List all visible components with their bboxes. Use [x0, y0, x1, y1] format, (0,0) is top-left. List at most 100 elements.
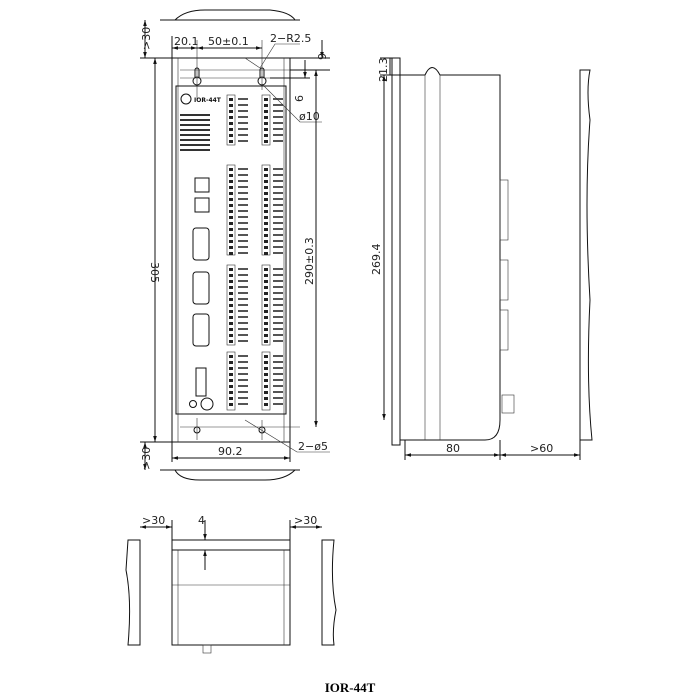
terminal-label	[238, 174, 248, 176]
terminal-label	[273, 379, 283, 381]
terminal-block	[226, 351, 236, 411]
terminal-label	[238, 140, 248, 142]
terminal-label	[238, 403, 248, 405]
terminal-screw	[264, 246, 268, 249]
terminal-screw	[264, 334, 268, 337]
side-view: 21.3 269.4 80 >60	[370, 57, 593, 460]
terminal-label	[273, 216, 283, 218]
bottom-wall-hatch	[174, 469, 297, 481]
terminal-label	[238, 216, 248, 218]
terminal-label	[238, 361, 248, 363]
terminal-label	[273, 385, 283, 387]
terminal-screw	[264, 292, 268, 295]
terminal-label	[273, 334, 283, 336]
terminal-label	[238, 210, 248, 212]
terminal-label	[273, 298, 283, 300]
terminal-screw	[264, 403, 268, 406]
dim-right-clearance: >30	[294, 514, 317, 527]
terminal-label	[273, 234, 283, 236]
terminal-screw	[229, 340, 233, 343]
terminal-screw	[264, 168, 268, 171]
terminal-label	[273, 192, 283, 194]
device-body	[175, 85, 287, 415]
terminal-label	[238, 268, 248, 270]
device-model-label: IOR-44T	[194, 97, 222, 104]
terminal-screw	[229, 355, 233, 358]
terminal-screw	[264, 373, 268, 376]
terminal-label	[273, 168, 283, 170]
terminal-screw	[229, 322, 233, 325]
terminal-label	[238, 379, 248, 381]
terminal-label	[273, 198, 283, 200]
terminal-label	[273, 104, 283, 106]
terminal-label	[238, 228, 248, 230]
ground-symbol-icon	[189, 400, 197, 408]
terminal-label	[238, 310, 248, 312]
dim-overall-width: 90.2	[218, 445, 243, 458]
terminal-screw	[264, 104, 268, 107]
terminal-screw	[264, 174, 268, 177]
dim-flange-top: 9	[316, 53, 329, 60]
terminal-label	[238, 134, 248, 136]
vent-slot	[180, 139, 210, 141]
terminal-screw	[264, 340, 268, 343]
terminal-label	[273, 340, 283, 342]
terminal-label	[238, 246, 248, 248]
terminal-label	[273, 367, 283, 369]
terminal-screw	[264, 128, 268, 131]
terminal-label	[238, 198, 248, 200]
terminal-screw	[229, 280, 233, 283]
terminal-screw	[264, 304, 268, 307]
terminal-label	[238, 280, 248, 282]
terminal-screw	[264, 98, 268, 101]
terminal-screw	[264, 186, 268, 189]
terminal-label	[273, 274, 283, 276]
terminal-label	[238, 298, 248, 300]
terminal-label	[273, 140, 283, 142]
terminal-label	[273, 240, 283, 242]
terminal-screw	[264, 379, 268, 382]
terminal-label	[238, 397, 248, 399]
drawing-title: IOR-44T	[325, 680, 376, 695]
terminal-label	[273, 397, 283, 399]
vent-slot	[180, 124, 210, 126]
terminal-label	[238, 274, 248, 276]
terminal-block	[226, 264, 236, 346]
terminal-label	[238, 292, 248, 294]
terminal-screw	[229, 292, 233, 295]
terminal-label	[273, 210, 283, 212]
terminal-screw	[264, 268, 268, 271]
vent-slot	[180, 129, 210, 131]
vent-slot	[180, 144, 210, 146]
terminal-label	[238, 104, 248, 106]
terminal-label	[273, 304, 283, 306]
terminal-label	[273, 310, 283, 312]
terminal-screw	[264, 322, 268, 325]
mounting-plate	[171, 57, 291, 443]
terminal-label	[273, 98, 283, 100]
terminal-screw	[264, 204, 268, 207]
terminal-screw	[229, 286, 233, 289]
terminal-label	[273, 134, 283, 136]
terminal-label	[238, 355, 248, 357]
terminal-screw	[264, 198, 268, 201]
terminal-screw	[264, 298, 268, 301]
terminal-screw	[229, 180, 233, 183]
terminal-label	[273, 252, 283, 254]
terminal-label	[238, 340, 248, 342]
terminal-screw	[229, 361, 233, 364]
ethernet-port	[194, 177, 210, 193]
terminal-screw	[264, 210, 268, 213]
terminal-screw	[264, 328, 268, 331]
terminal-label	[273, 174, 283, 176]
ethernet-port	[194, 197, 210, 213]
terminal-screw	[264, 286, 268, 289]
terminal-screw	[229, 198, 233, 201]
company-logo-icon	[180, 93, 192, 105]
terminal-label	[238, 122, 248, 124]
terminal-label	[238, 322, 248, 324]
terminal-screw	[229, 134, 233, 137]
terminal-screw	[229, 234, 233, 237]
terminal-screw	[229, 204, 233, 207]
